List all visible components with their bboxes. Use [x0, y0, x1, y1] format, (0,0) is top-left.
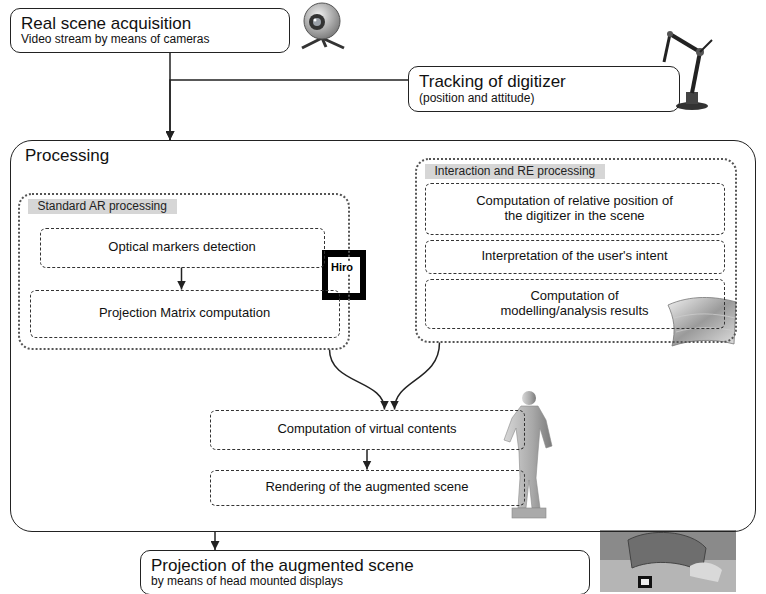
- node-subtitle: by means of head mounted displays: [151, 575, 343, 589]
- process-box: Projection Matrix computation: [30, 290, 340, 338]
- process-box: Rendering of the augmented scene: [210, 470, 525, 506]
- webcam-picture: [302, 3, 344, 48]
- node-title: Real scene acquisition: [21, 14, 191, 34]
- process-box: Computation of relative position of the …: [425, 183, 725, 235]
- group-label: Standard AR processing: [28, 199, 177, 215]
- flow-arrow: [366, 450, 368, 470]
- node-title: Rendering of the augmented scene: [265, 480, 468, 495]
- process-box: Projection of the augmented sceneby mean…: [140, 550, 590, 594]
- node-title: Computation of modelling/analysis result…: [485, 289, 665, 319]
- node-title: Computation of virtual contents: [277, 422, 456, 437]
- flow-arrow: [214, 532, 216, 550]
- processing-box: ProcessingStandard AR processingOptical …: [10, 140, 756, 532]
- node-title: Interpretation of the user's intent: [481, 249, 667, 264]
- node-title: Optical markers detection: [108, 240, 255, 255]
- flow-arrow: [181, 268, 183, 290]
- group-label: Interaction and RE processing: [425, 164, 606, 180]
- node-subtitle: (position and attitude): [419, 92, 534, 106]
- surface-picture: [668, 297, 736, 346]
- flow-arrow: [170, 80, 408, 140]
- group-box: Standard AR processingOptical markers de…: [18, 193, 350, 350]
- hiro-marker-picture: [322, 250, 366, 300]
- process-box: Real scene acquisitionVideo stream by me…: [10, 8, 290, 53]
- flow-arrow: [395, 343, 440, 410]
- process-box: Computation of virtual contents: [210, 410, 525, 450]
- process-box: Optical markers detection: [40, 228, 325, 268]
- node-title: Tracking of digitizer: [419, 72, 566, 92]
- node-title: Projection Matrix computation: [99, 306, 270, 321]
- node-title: Computation of relative position of the …: [467, 194, 682, 224]
- digitizer-picture: [664, 31, 712, 110]
- group-box: Interaction and RE processingComputation…: [415, 158, 737, 343]
- marker-text: Hiro: [331, 261, 353, 273]
- process-box: Interpretation of the user's intent: [425, 240, 725, 274]
- node-subtitle: Video stream by means of cameras: [21, 33, 210, 47]
- node-title: Processing: [25, 146, 109, 166]
- process-box: Computation of modelling/analysis result…: [425, 279, 725, 329]
- flow-arrow: [330, 350, 385, 410]
- process-box: Tracking of digitizer(position and attit…: [408, 66, 680, 112]
- scene-photo: [600, 530, 736, 592]
- node-title: Projection of the augmented scene: [151, 556, 414, 576]
